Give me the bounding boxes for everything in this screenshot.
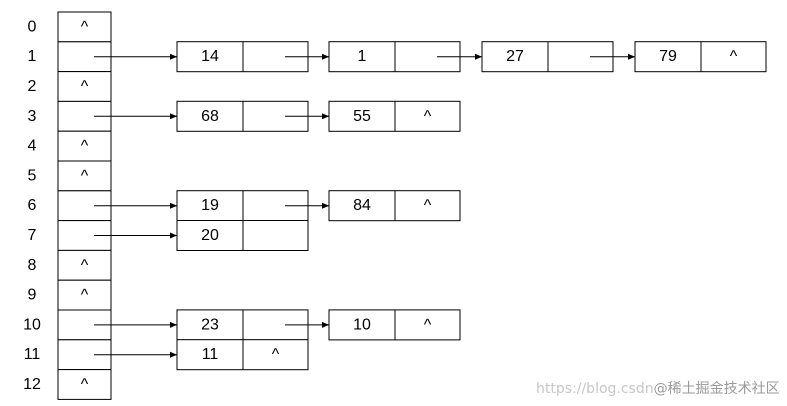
table-slot: 0^ bbox=[28, 11, 112, 43]
node-key: 27 bbox=[506, 48, 524, 65]
slot-index-label: 6 bbox=[28, 197, 37, 214]
slot-null-pointer: ^ bbox=[81, 138, 89, 155]
list-node: 20 bbox=[176, 220, 309, 251]
hash-chains: 14 1 27 79 ^ 68 55 ^ 19 84 ^ 20 23 10 ^ 11 ^ bbox=[94, 41, 767, 371]
table-slot: 2^ bbox=[28, 71, 112, 102]
slot-null-pointer: ^ bbox=[81, 257, 89, 274]
watermark-site: @稀土掘金技术社区 bbox=[653, 381, 780, 397]
slot-index-label: 10 bbox=[23, 316, 41, 333]
slot-null-pointer: ^ bbox=[81, 167, 89, 184]
slot-index-label: 9 bbox=[28, 287, 37, 304]
node-key: 10 bbox=[353, 316, 371, 333]
slot-index-label: 2 bbox=[28, 78, 37, 95]
table-slot: 9^ bbox=[28, 279, 112, 311]
chain-slot-7: 20 bbox=[94, 220, 309, 251]
table-slot-cell bbox=[57, 249, 112, 281]
node-key: 23 bbox=[201, 316, 219, 333]
node-key: 11 bbox=[202, 346, 219, 363]
node-key: 14 bbox=[201, 48, 219, 65]
node-key: 19 bbox=[201, 197, 219, 214]
list-node: 1 bbox=[328, 41, 482, 73]
table-slot-cell bbox=[57, 279, 112, 311]
node-key: 84 bbox=[353, 197, 371, 214]
slot-index-label: 12 bbox=[23, 376, 41, 393]
table-slot: 5^ bbox=[28, 160, 112, 192]
slot-index-label: 4 bbox=[28, 138, 37, 155]
watermark-url: https://blog.csdn bbox=[536, 381, 654, 397]
slot-index-label: 0 bbox=[28, 18, 37, 35]
node-null-pointer: ^ bbox=[424, 197, 432, 214]
list-node: 79 ^ bbox=[634, 41, 767, 73]
node-null-pointer: ^ bbox=[424, 108, 432, 125]
table-slot: 8^ bbox=[28, 249, 112, 281]
chain-slot-6: 19 84 ^ bbox=[94, 190, 461, 222]
list-node: 68 bbox=[176, 100, 329, 132]
table-slot: 12 ^ bbox=[23, 369, 112, 400]
list-node: 11 ^ bbox=[176, 339, 309, 371]
list-node: 55 ^ bbox=[328, 100, 461, 132]
chain-slot-10: 23 10 ^ bbox=[94, 309, 461, 341]
list-node: 84 ^ bbox=[328, 190, 461, 222]
list-node: 27 bbox=[481, 41, 635, 73]
list-node: 10 ^ bbox=[328, 309, 461, 341]
table-slot-cell bbox=[57, 160, 112, 192]
table-slot-cell bbox=[57, 130, 112, 162]
node-null-pointer: ^ bbox=[424, 316, 432, 333]
node-key: 68 bbox=[201, 108, 219, 125]
slot-index-label: 5 bbox=[28, 167, 37, 184]
node-key: 20 bbox=[201, 227, 219, 244]
table-slot-cell bbox=[57, 369, 112, 400]
list-node: 23 bbox=[176, 309, 329, 341]
slot-null-pointer: ^ bbox=[81, 376, 89, 393]
table-slot: 4^ bbox=[28, 130, 112, 162]
slot-null-pointer: ^ bbox=[81, 287, 89, 304]
node-key: 55 bbox=[353, 108, 371, 125]
node-null-pointer: ^ bbox=[730, 48, 738, 65]
chain-slot-11: 11 ^ bbox=[94, 339, 309, 371]
node-null-pointer: ^ bbox=[272, 346, 280, 363]
slot-index-label: 8 bbox=[28, 257, 37, 274]
slot-null-pointer: ^ bbox=[81, 78, 89, 95]
table-slot: 1 bbox=[28, 41, 112, 73]
slot-index-label: 7 bbox=[28, 227, 37, 244]
node-key: 1 bbox=[358, 48, 367, 65]
list-node: 19 bbox=[176, 190, 329, 222]
chain-slot-3: 68 55 ^ bbox=[94, 100, 461, 132]
watermark: https://blog.csdn@稀土掘金技术社区 bbox=[536, 378, 780, 398]
node-key: 79 bbox=[659, 48, 677, 65]
slot-null-pointer: ^ bbox=[81, 18, 89, 35]
chain-slot-1: 14 1 27 79 ^ bbox=[94, 41, 767, 73]
slot-index-label: 1 bbox=[28, 48, 37, 65]
slot-index-label: 3 bbox=[28, 108, 37, 125]
list-node: 14 bbox=[176, 41, 329, 73]
table-slot-cell bbox=[57, 11, 112, 43]
slot-index-label: 11 bbox=[24, 346, 41, 363]
